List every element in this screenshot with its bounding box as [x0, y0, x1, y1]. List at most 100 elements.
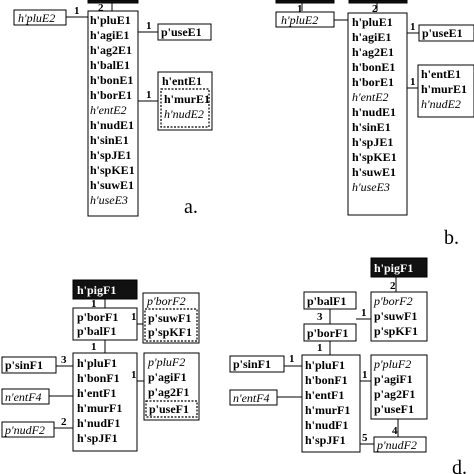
row-0: h'pluF1	[77, 356, 117, 370]
header-label: h'pigF1	[77, 283, 116, 297]
sin-box	[229, 355, 285, 373]
row-6: h'entE2	[90, 103, 127, 117]
num-4: 4	[392, 425, 398, 437]
num-upper-right: 1	[131, 311, 137, 323]
panel-a: h'pluE2 1 2 h'pluE1 h'agiE1 h'ag2E1 h'ba…	[13, 0, 213, 218]
num-use: 1	[410, 21, 416, 33]
num-header: 2	[390, 280, 396, 292]
ent-inner-box	[160, 88, 210, 128]
ent-box-label: n'entF4	[5, 390, 42, 404]
num-top: 2	[372, 3, 378, 15]
sin-box-label: p'sinF1	[233, 357, 271, 371]
row-4: h'nudF1	[305, 418, 348, 432]
num-right: 1	[131, 369, 137, 381]
row-1: h'agiE1	[90, 28, 129, 42]
use-box-label: p'useE1	[422, 26, 463, 40]
header-bar-left	[275, 0, 335, 4]
upper-right-inner-0: p'suwF1	[148, 311, 191, 325]
right-top-0: p'borF2	[373, 294, 413, 308]
main-box	[347, 12, 408, 216]
upper-0: p'borF1	[77, 310, 118, 324]
left-box-label: h'pluE2	[18, 11, 55, 25]
row-8: h'sinE1	[90, 133, 129, 147]
ent-box-2: h'nudE2	[421, 97, 461, 111]
panel-b: 1 h'pluE2 2 h'pluE1 h'agiE1 h'ag2E1 h'bo…	[275, 0, 474, 249]
num-use: 1	[146, 20, 152, 32]
right-box-1: p'agiF1	[374, 372, 413, 386]
main-box	[72, 352, 138, 452]
num-mid: 1	[317, 342, 323, 354]
row-0: h'pluF1	[305, 358, 345, 372]
row-11: h'useE3	[352, 180, 390, 194]
left-box-label: h'pluE2	[281, 13, 318, 27]
right-box-1: p'agiF1	[148, 370, 187, 384]
row-0: h'pluE1	[90, 13, 131, 27]
panel-label-d: d.	[452, 457, 467, 474]
panel-label-a: a.	[184, 196, 198, 218]
ent-box-1: h'murE1	[421, 82, 467, 96]
use-box	[157, 23, 212, 41]
panel-c: h'pigF1 1 p'borF1 p'balF1 1 p'borF2 p'su…	[1, 279, 200, 452]
ent-box	[417, 64, 474, 118]
right-box-0: p'pluF2	[147, 355, 185, 369]
row-3: h'murF1	[77, 401, 122, 415]
panel-d: h'pigF1 2 p'balF1 3 p'borF1 1 p'borF2 p'…	[229, 257, 467, 474]
num-nud: 2	[61, 416, 67, 428]
right-top-box	[370, 291, 428, 342]
num-top: 2	[98, 2, 104, 14]
row-4: h'bonE1	[90, 73, 133, 87]
row-1: h'agiE1	[352, 30, 391, 44]
row-12: h'useE3	[90, 193, 128, 207]
num-bal: 3	[317, 311, 323, 323]
row-3: h'bonE1	[352, 60, 395, 74]
row-1: h'bonF1	[305, 373, 348, 387]
ent-box-0: h'entE1	[421, 67, 461, 81]
row-9: h'spKE1	[352, 150, 397, 164]
row-5: h'borE1	[90, 88, 132, 102]
ent-inner-0: h'murE1	[164, 92, 210, 106]
row-11: h'suwE1	[90, 178, 134, 192]
upper-box	[72, 307, 138, 341]
header-bar	[87, 0, 139, 4]
row-8: h'spJE1	[352, 135, 393, 149]
row-3: h'murF1	[305, 403, 350, 417]
header-label: h'pigF1	[374, 261, 413, 275]
header-bar-right	[348, 0, 408, 4]
row-7: h'nudE1	[90, 118, 134, 132]
row-4: h'nudF1	[77, 416, 120, 430]
header-box	[370, 257, 428, 278]
right-top-2: p'spKF1	[374, 324, 418, 338]
num-bor: 1	[361, 307, 367, 319]
row-10: h'suwE1	[352, 165, 396, 179]
num-right: 1	[362, 369, 368, 381]
use-box	[418, 24, 474, 42]
row-5: h'spJF1	[305, 433, 346, 447]
upper-right-inner-1: p'spKF1	[148, 325, 192, 339]
right-box-2: p'ag2F1	[148, 385, 189, 399]
right-inner: p'useF1	[149, 402, 189, 416]
ent-inner-1: h'nudE2	[164, 107, 204, 121]
sin-box	[1, 356, 57, 374]
main-box	[87, 10, 139, 217]
row-2: h'entF1	[305, 388, 344, 402]
row-2: h'ag2E1	[352, 45, 394, 59]
right-box-2: p'ag2F1	[374, 387, 415, 401]
use-box-label: p'useE1	[161, 25, 202, 39]
num-sin: 1	[289, 353, 295, 365]
row-0: h'pluE1	[352, 15, 393, 29]
upper-1: p'balF1	[77, 324, 116, 338]
panel-label-b: b.	[444, 227, 459, 249]
num-mid: 1	[91, 341, 97, 353]
row-1: h'bonF1	[77, 371, 120, 385]
num-sin: 3	[61, 354, 67, 366]
nud-box-label: p'nudF2	[376, 438, 417, 452]
row-2: h'ag2E1	[90, 43, 132, 57]
bal-box-label: p'balF1	[307, 294, 346, 308]
row-7: h'sinE1	[352, 120, 391, 134]
main-box	[301, 354, 361, 453]
right-box-3: p'useF1	[374, 402, 414, 416]
num-left: 1	[297, 3, 303, 15]
right-top-1: p'suwF1	[374, 309, 417, 323]
right-inner-box	[145, 400, 198, 418]
